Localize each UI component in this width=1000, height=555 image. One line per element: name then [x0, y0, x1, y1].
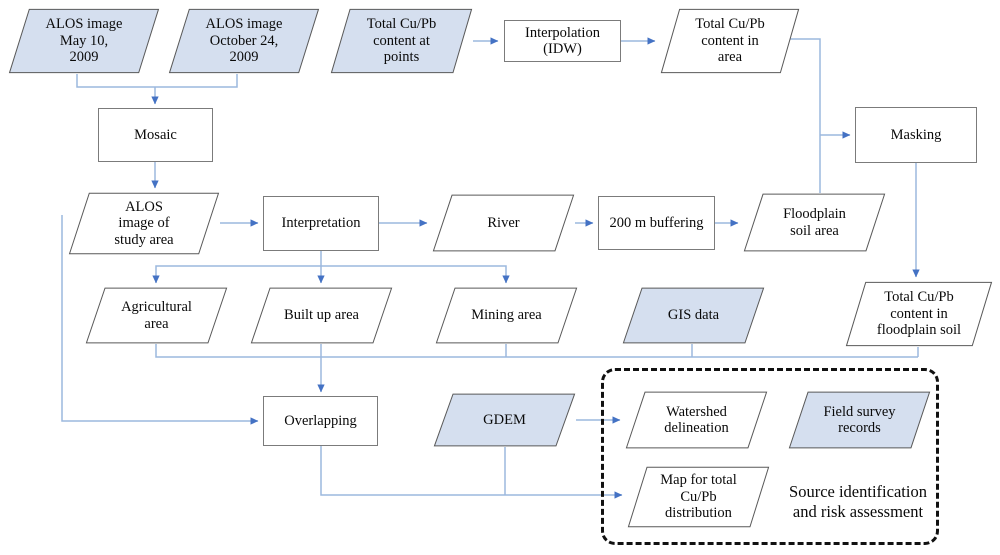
node-label: Overlapping: [284, 412, 357, 429]
source-identification-group: [601, 368, 939, 545]
node-200m-buffering[interactable]: 200 m buffering: [598, 196, 715, 250]
parallelogram-shape: [627, 466, 770, 528]
node-label: Interpretation: [281, 215, 361, 232]
node-gdem[interactable]: GDEM: [433, 393, 576, 447]
node-label: GIS data: [667, 307, 720, 324]
node-floodplain-soil-area[interactable]: Floodplain soil area: [743, 193, 886, 252]
parallelogram-shape: [845, 281, 993, 347]
node-field-survey-records[interactable]: Field survey records: [788, 391, 931, 449]
parallelogram-shape: [330, 8, 473, 74]
node-label: Floodplain soil area: [783, 206, 846, 239]
node-label: GDEM: [483, 411, 526, 428]
parallelogram-shape: [625, 391, 768, 449]
node-total-cupb-content-in-floodplain-soil[interactable]: Total Cu/Pb content in floodplain soil: [845, 281, 993, 347]
node-mosaic[interactable]: Mosaic: [98, 108, 213, 162]
source-identification-group-label: Source identification and risk assessmen…: [789, 482, 927, 521]
parallelogram-shape: [743, 193, 886, 252]
node-label: Total Cu/Pb content in area: [695, 16, 765, 66]
node-map-for-total-cupb-distribution[interactable]: Map for total Cu/Pb distribution: [627, 466, 770, 528]
parallelogram-shape: [435, 287, 578, 344]
node-label: Mining area: [471, 307, 542, 324]
node-river[interactable]: River: [432, 194, 575, 252]
node-agricultural-area[interactable]: Agricultural area: [85, 287, 228, 344]
node-gis-data[interactable]: GIS data: [622, 287, 765, 344]
node-label: Total Cu/Pb content at points: [366, 16, 437, 66]
node-label: 200 m buffering: [609, 214, 704, 231]
parallelogram-shape: [622, 287, 765, 344]
node-total-cupb-content-in-area[interactable]: Total Cu/Pb content in area: [660, 8, 800, 74]
node-label: Masking: [890, 126, 942, 143]
parallelogram-shape: [168, 8, 320, 74]
node-label: ALOS image October 24, 2009: [205, 16, 283, 66]
parallelogram-shape: [433, 393, 576, 447]
node-total-cupb-content-at-points[interactable]: Total Cu/Pb content at points: [330, 8, 473, 74]
node-label: Agricultural area: [121, 299, 192, 332]
node-alos-image-october[interactable]: ALOS image October 24, 2009: [168, 8, 320, 74]
node-label: Interpolation (IDW): [525, 24, 600, 57]
node-label: ALOS image of study area: [114, 198, 174, 248]
node-label: ALOS image May 10, 2009: [45, 16, 123, 66]
node-masking[interactable]: Masking: [855, 107, 977, 163]
node-built-up-area[interactable]: Built up area: [250, 287, 393, 344]
node-alos-image-of-study-area[interactable]: ALOS image of study area: [68, 192, 220, 255]
node-label: River: [487, 214, 520, 231]
node-overlapping[interactable]: Overlapping: [263, 396, 378, 446]
parallelogram-shape: [660, 8, 800, 74]
node-label: Built up area: [284, 307, 359, 324]
parallelogram-shape: [8, 8, 160, 74]
node-label: Field survey records: [823, 403, 896, 436]
node-mining-area[interactable]: Mining area: [435, 287, 578, 344]
node-alos-image-may[interactable]: ALOS image May 10, 2009: [8, 8, 160, 74]
node-interpolation-idw[interactable]: Interpolation (IDW): [504, 20, 621, 62]
parallelogram-shape: [788, 391, 931, 449]
node-label: Map for total Cu/Pb distribution: [660, 472, 737, 522]
node-label: Mosaic: [134, 126, 177, 143]
node-watershed-delineation[interactable]: Watershed delineation: [625, 391, 768, 449]
node-label: Total Cu/Pb content in floodplain soil: [876, 289, 962, 339]
parallelogram-shape: [432, 194, 575, 252]
node-interpretation[interactable]: Interpretation: [263, 196, 379, 251]
node-label: Watershed delineation: [664, 403, 729, 436]
